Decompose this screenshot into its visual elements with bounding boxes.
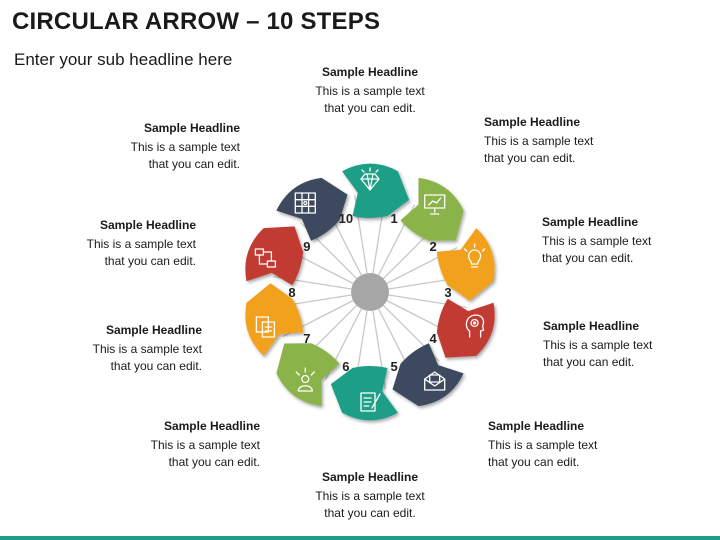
page-subtitle: Enter your sub headline here: [14, 50, 233, 69]
step-number-2: 2: [429, 239, 436, 254]
step-segment-1: [342, 163, 410, 218]
step-text: This is a sample text that you can edit.: [542, 234, 652, 265]
step-number-1: 1: [390, 211, 397, 226]
diamond-icon: [360, 167, 380, 191]
step-number-4: 4: [429, 331, 437, 346]
step-number-8: 8: [288, 285, 295, 300]
step-segment-9: [245, 226, 304, 286]
center-hub: [351, 273, 389, 311]
segment-block: [436, 228, 495, 301]
presentation-board-icon: [424, 194, 446, 215]
documents-icon: [255, 316, 276, 338]
step-segment-7: [276, 343, 340, 407]
step-text: This is a sample text that you can edit.: [150, 438, 260, 469]
open-envelope-icon: [424, 371, 446, 391]
step-segment-5: [392, 343, 464, 407]
segment-block: [245, 283, 304, 356]
step-number-7: 7: [303, 331, 310, 346]
segment-block: [245, 226, 304, 286]
step-headline: Sample Headline: [321, 470, 419, 484]
step-number-6: 6: [342, 359, 349, 374]
step-text: This is a sample text that you can edit.: [92, 342, 202, 373]
grid-puzzle-icon: [294, 192, 316, 214]
step-headline: Sample Headline: [99, 218, 196, 232]
segment-block: [342, 163, 410, 218]
person-ideas-icon: [295, 367, 315, 392]
step-text: This is a sample text that you can edit.: [86, 237, 196, 268]
step-headline: Sample Headline: [484, 115, 581, 129]
step-headline: Sample Headline: [143, 121, 240, 135]
step-headline: Sample Headline: [105, 323, 202, 337]
step-text: This is a sample text that you can edit.: [315, 489, 425, 520]
segments: [245, 163, 495, 421]
step-headline: Sample Headline: [488, 419, 585, 433]
segment-block: [436, 298, 495, 358]
step-headline: Sample Headline: [543, 319, 640, 333]
segment-block: [276, 177, 348, 241]
lightbulb-icon: [463, 243, 486, 268]
step-segment-3: [436, 228, 495, 301]
bottom-accent-bar: [0, 536, 720, 540]
step-segment-10: [276, 177, 348, 241]
step-number-9: 9: [303, 239, 310, 254]
step-segment-2: [400, 177, 464, 241]
step-number-3: 3: [444, 285, 451, 300]
step-text: This is a sample text that you can edit.: [315, 84, 425, 115]
step-headline: Sample Headline: [542, 215, 639, 229]
step-number-5: 5: [390, 359, 397, 374]
step-text: This is a sample text that you can edit.: [130, 140, 240, 171]
head-gears-icon: [465, 314, 485, 338]
step-text: This is a sample text that you can edit.: [484, 134, 594, 165]
step-text: This is a sample text that you can edit.: [543, 338, 653, 369]
step-text: This is a sample text that you can edit.: [488, 438, 598, 469]
step-numbers: 1 2 3 4 5 6 7 8 9 10: [288, 211, 451, 374]
step-segment-4: [436, 298, 495, 358]
step-headline: Sample Headline: [321, 65, 419, 79]
step-segment-6: [330, 366, 398, 421]
segment-block: [276, 343, 340, 407]
page-title: CIRCULAR ARROW – 10 STEPS: [12, 8, 381, 35]
workflow-icon: [254, 248, 277, 268]
checklist-pen-icon: [360, 392, 381, 412]
step-segment-8: [245, 283, 304, 356]
step-headline: Sample Headline: [163, 419, 260, 433]
step-number-10: 10: [339, 211, 353, 226]
segment-block: [392, 343, 464, 407]
segment-block: [400, 177, 464, 241]
